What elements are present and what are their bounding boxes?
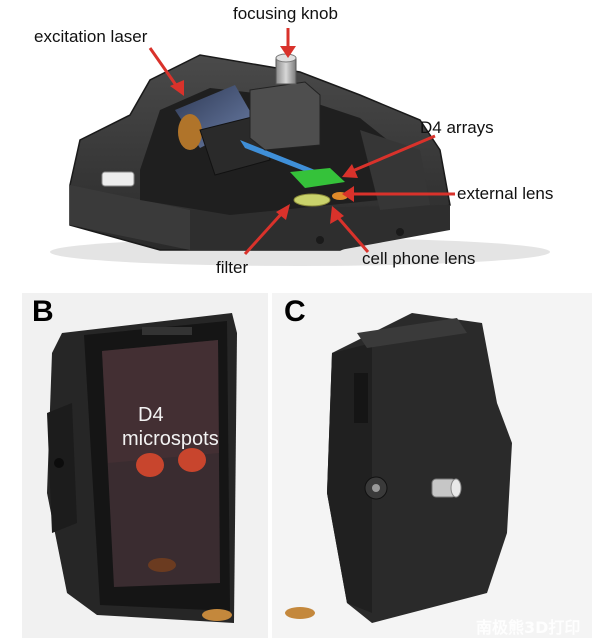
label-excitation-laser: excitation laser	[34, 27, 148, 46]
panel-b-letter: B	[32, 295, 54, 328]
label-filter: filter	[216, 258, 249, 277]
label-cell-phone-lens: cell phone lens	[362, 249, 476, 268]
panel-a-arrows	[148, 28, 455, 256]
watermark: 南极熊3D打印	[476, 618, 581, 637]
panel-b-phone-render	[47, 313, 237, 623]
panel-a-device-render	[50, 28, 550, 266]
label-focusing-knob: focusing knob	[233, 4, 338, 23]
screen-label-microspots: microspots	[122, 428, 219, 450]
panel-c-letter: C	[284, 295, 306, 328]
label-external-lens: external lens	[457, 184, 554, 203]
label-d4-arrays: D4 arrays	[420, 118, 494, 137]
panel-c-case-render	[285, 313, 512, 623]
screen-label-d4: D4	[138, 404, 164, 426]
